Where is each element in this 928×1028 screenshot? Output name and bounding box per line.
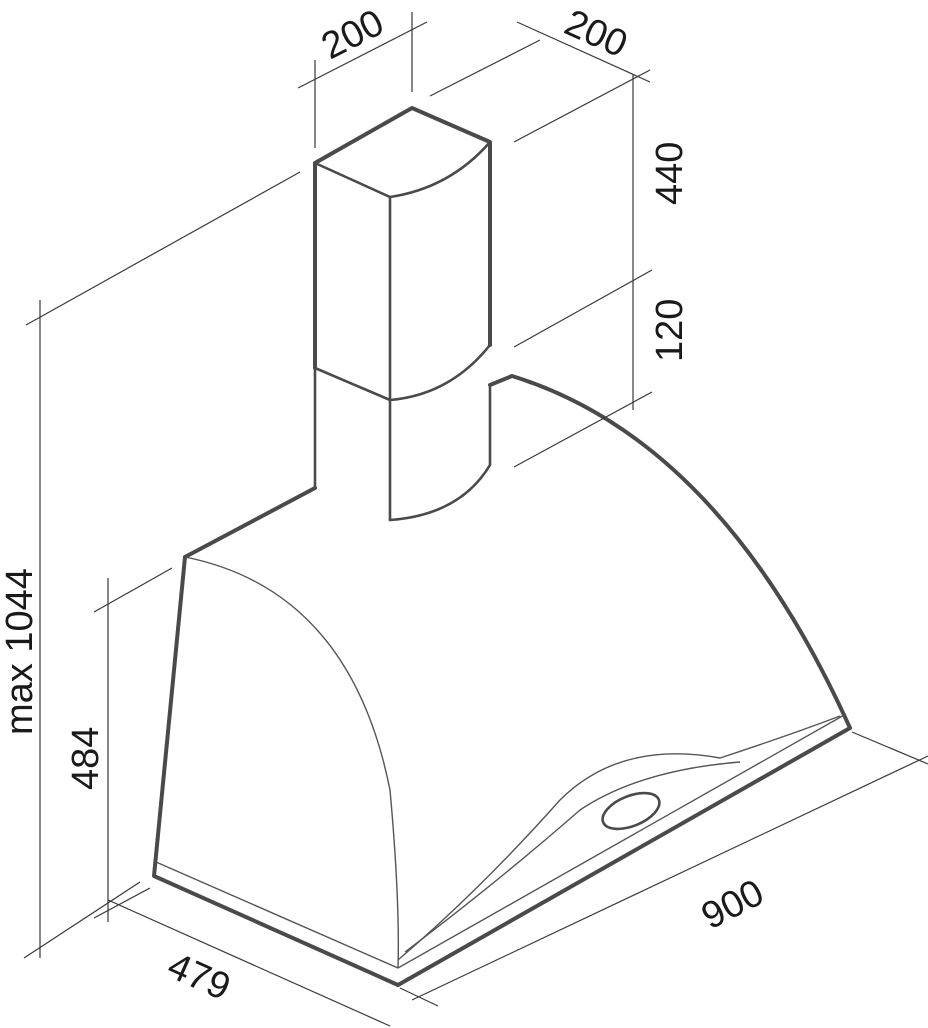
chimney	[313, 106, 492, 522]
hood-body	[152, 374, 852, 987]
label-upper-chimney-height: 440	[649, 142, 691, 205]
ext-line-max-height-bottom	[23, 881, 141, 959]
label-hood-width: 900	[695, 872, 771, 938]
dim-line-chimney-width	[297, 21, 428, 89]
label-hood-depth: 479	[161, 945, 236, 1009]
label-chimney-width: 200	[315, 2, 391, 68]
ext-line-chimney-depth-right	[513, 69, 651, 143]
dim-line-chimney-depth	[516, 21, 651, 83]
hood-top-right-edge	[488, 374, 852, 730]
ext-line-hood-width-right	[851, 731, 928, 765]
ext-line-hood-height-top	[93, 567, 173, 613]
hood-base-trim	[155, 713, 847, 969]
ext-line-chimney-joint	[513, 269, 653, 348]
ext-line-max-height-top	[25, 171, 301, 326]
light-icon	[601, 791, 661, 831]
hood-top-back-edge	[183, 486, 317, 559]
ext-line-hood-depth-left	[93, 887, 151, 919]
control-panel-wave-lower	[404, 761, 741, 953]
hood-left-edge	[152, 555, 400, 987]
ext-line-chimney-depth-left	[429, 39, 541, 97]
label-hood-height: 484	[65, 727, 107, 790]
dimension-lines	[23, 12, 928, 1027]
dim-line-hood-width	[411, 755, 928, 1001]
chimney-joint	[313, 343, 492, 490]
hood-front-curve	[184, 556, 400, 969]
chimney-top-curve	[313, 140, 492, 199]
ext-line-hood-width-left	[399, 987, 439, 1007]
ext-line-chimney-bottom	[513, 391, 653, 468]
dim-line-hood-depth	[107, 899, 391, 1027]
chimney-bottom-curve	[388, 383, 492, 522]
label-max-height: max 1044	[0, 568, 41, 735]
upper-chimney-outline	[313, 106, 492, 370]
dimension-labels: 200 200 440 120 max 1044 484 479 900	[0, 2, 771, 1009]
label-chimney-depth: 200	[558, 2, 633, 66]
control-panel-wave	[397, 715, 841, 961]
label-lower-chimney-height: 120	[649, 299, 691, 362]
hood-bottom-edge	[396, 726, 852, 987]
